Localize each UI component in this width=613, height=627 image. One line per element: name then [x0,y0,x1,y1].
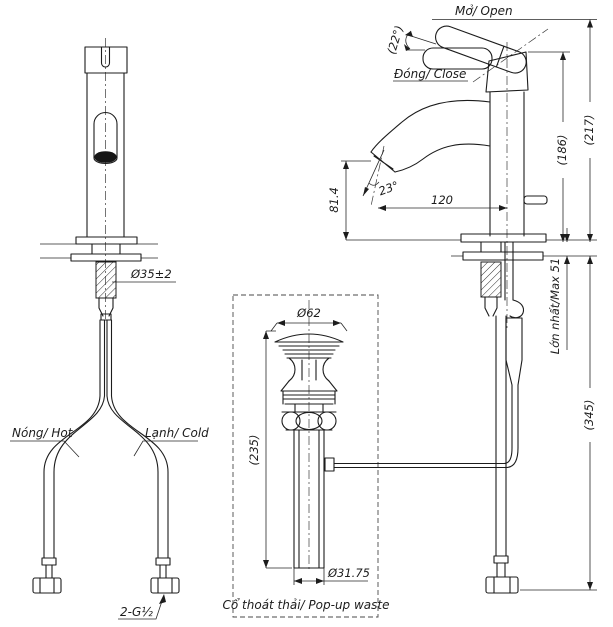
popup-waste-detail: Ø62 (235) Ø31.75 Cổ thoát thải/ Pop-up [223,294,507,618]
hot-label: Nóng/ Hot [12,426,74,440]
waste-length-dimension: (235) [247,435,261,466]
max-deck-thickness-label: Lớn nhất/Max 51 [548,258,562,354]
spout-height-dimension: 81.4 [327,187,341,213]
open-label: Mở/ Open [455,4,513,18]
waste-pipe-diameter: Ø31.75 [327,566,370,580]
hose-drop-dimension: (345) [582,400,596,431]
waste-cap-diameter: Ø62 [296,306,321,320]
handle-angle-dimension: (22°) [384,24,406,56]
spout-angle-dimension: 23° [377,178,401,198]
close-label: Đóng/ Close [394,67,466,81]
spout-outlet [94,151,117,163]
front-view: Nóng/ Hot Lạnh/ Cold 2-G½ Ø35±2 [10,38,209,620]
side-view: (22°) Mở/ Open Đóng/ Close 23° 81.4 120 [327,4,597,594]
spout-reach-dimension: 120 [431,193,453,207]
cold-label: Lạnh/ Cold [145,426,209,440]
deck-hole-dimension: Ø35±2 [130,267,172,281]
thread-size-label: 2-G½ [120,605,153,619]
total-height-dimension: (217) [582,115,596,146]
height-to-handle-dimension: (186) [555,135,569,166]
popup-waste-label: Cổ thoát thải/ Pop-up waste [223,598,390,612]
